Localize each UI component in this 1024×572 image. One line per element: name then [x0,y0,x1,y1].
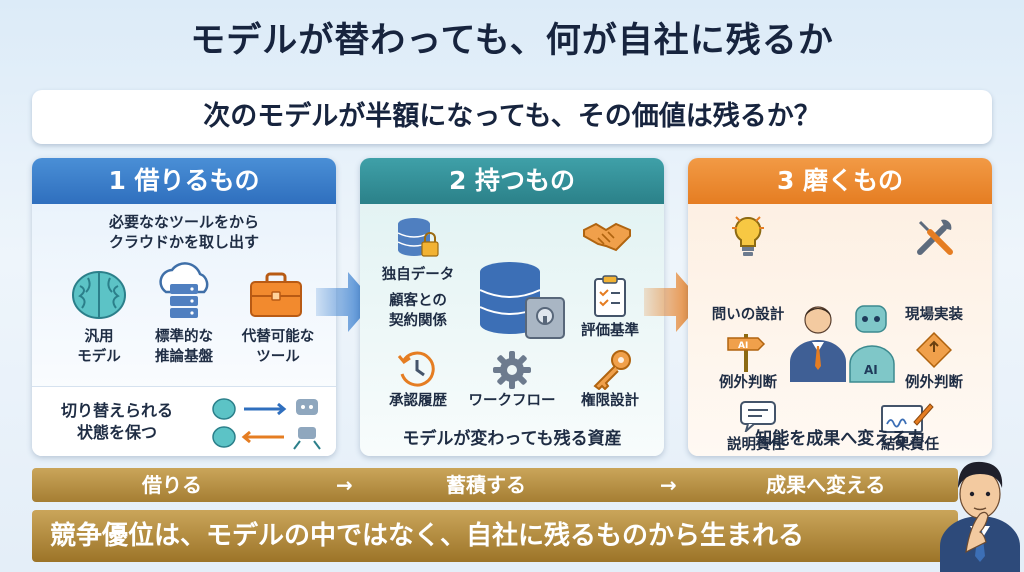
item-result-responsibility: 結果責任 [881,437,939,453]
conclusion-banner: 競争優位は、モデルの中ではなく、自社に残るものから生まれる [32,510,958,562]
svg-text:AI: AI [864,363,878,377]
switchable-label-2: 状態を保つ [76,423,157,442]
flow-arrow-1: → [336,473,353,497]
item-evaluation: 評価基準 [581,323,639,339]
brain-icon [72,271,126,319]
flow-step-accumulate: 蓄積する [446,473,526,497]
flow-step-borrow: 借りる [142,473,202,497]
item-contract-2: 契約関係 [389,313,447,329]
warning-sign-icon [916,332,952,369]
clipboard-checklist-icon [594,275,626,317]
panel-polish-footer: 知能を成果へ変える力 [755,429,925,449]
person-robot-icon: AI [790,305,895,383]
database-lock-icon [397,218,439,257]
item-general-model-2: モデル [77,349,121,365]
item-workflow: ワークフロー [468,393,556,409]
item-approval: 承認履歴 [389,393,447,409]
lightbulb-icon [732,216,764,256]
database-safe-icon [479,262,565,339]
businessman-thinking-icon [940,461,1020,572]
gear-icon [493,351,531,389]
panel-own-header: 2 持つもの [360,158,664,204]
toolbox-icon [250,272,302,317]
flow-arrow-2: → [660,473,677,497]
history-icon [397,351,435,387]
page-title: モデルが替わっても、何が自社に残るか [190,21,834,61]
item-accountability: 説明責任 [727,437,785,453]
item-field-impl: 現場実装 [905,307,963,323]
item-inference-2: 推論基盤 [155,349,213,365]
panel-polish: 3 磨くもの 問いの設計 現場実装 AI 例外判断 [688,158,992,456]
flow-step-result: 成果へ変える [766,473,886,497]
item-own-data: 独自データ [381,267,455,283]
wrench-screwdriver-icon [917,219,953,255]
item-exception-1: 例外判断 [719,375,777,391]
switchable-section: 切り替えられる 状態を保つ [32,386,336,456]
signpost-ai-icon: AI [727,334,766,372]
speech-bubble-icon [740,401,776,432]
arrow-right-icon [644,272,702,332]
handshake-icon [583,222,631,252]
question-box: 次のモデルが半額になっても、その価値は残るか？ [32,90,992,144]
switch-model-icon [212,398,321,450]
arrow-right-icon [316,272,374,332]
signature-icon [881,403,934,433]
panel-own: 2 持つもの 独自データ 顧客との 契約関係 [360,158,664,456]
panel-borrow: 1 借りるもの 必要ななツールをから クラウドかを取し出す 汎用 モデル 標準的… [32,158,336,456]
item-inference-1: 標準的な [155,329,213,345]
key-icon [593,350,631,390]
panel-borrow-header: 1 借りるもの [32,158,336,204]
panel-borrow-subtitle-2: クラウドかを取し出す [108,233,259,251]
item-contract-1: 顧客との [389,293,447,309]
panel-own-footer: モデルが変わっても残る資産 [402,429,622,449]
item-permission: 権限設計 [581,393,639,409]
item-question-design: 問いの設計 [711,307,785,323]
item-exception-2: 例外判断 [905,375,963,391]
panel-polish-header: 3 磨くもの [688,158,992,204]
svg-text:AI: AI [738,341,748,351]
item-tool-2: ツール [256,349,300,365]
flow-bar: 借りる → 蓄積する → 成果へ変える [32,468,958,502]
panel-borrow-subtitle-1: 必要ななツールをから [108,213,259,231]
item-general-model-1: 汎用 [84,329,114,345]
cloud-server-icon [159,262,209,318]
item-tool-1: 代替可能な [241,329,315,345]
switchable-label-1: 切り替えられる [60,401,173,420]
